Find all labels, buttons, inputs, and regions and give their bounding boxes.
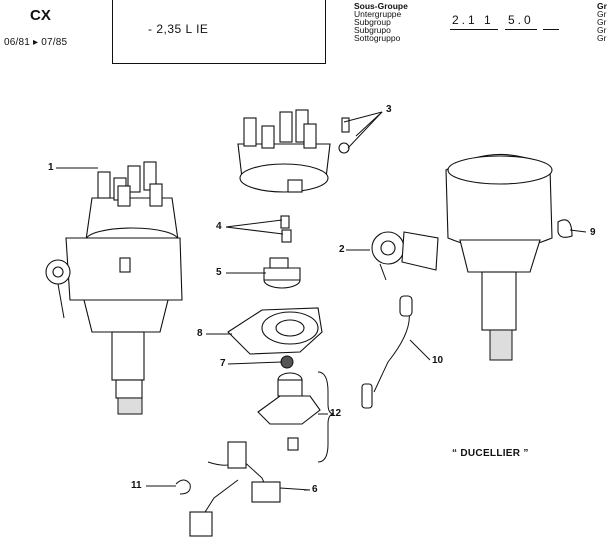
right-group-label: Gr — [597, 25, 607, 35]
subgroup-label-de: Untergruppe — [354, 9, 402, 19]
code-underline-3 — [543, 29, 559, 30]
callout-5: 5 — [216, 267, 222, 278]
brush-spring — [280, 215, 292, 243]
subgroup-label-it: Sottogruppo — [354, 33, 401, 43]
callout-10: 10 — [432, 355, 444, 366]
distributor-cap — [237, 109, 350, 193]
code-underline-2 — [505, 29, 537, 30]
circlip — [175, 479, 191, 495]
distributor-body-right — [445, 153, 573, 361]
callout-8: 8 — [197, 328, 203, 339]
subgroup-label-fr: Sous-Groupe — [354, 1, 408, 11]
base-plate — [227, 307, 323, 355]
callout-11: 11 — [131, 480, 142, 491]
model-name: CX — [30, 7, 51, 24]
brand-label: “ DUCELLIER ” — [452, 448, 529, 459]
right-group-label: Gr — [597, 9, 607, 19]
callout-2: 2 — [339, 244, 345, 255]
small-bush — [280, 355, 294, 369]
distributor-assembly-left — [45, 161, 183, 415]
subgroup-code-1: 2.1 1 — [452, 13, 494, 27]
engine-box — [112, 0, 326, 64]
callout-7: 7 — [220, 358, 226, 369]
cable-lead — [361, 295, 413, 409]
subgroup-label-es: Subgrupo — [354, 25, 391, 35]
callout-4: 4 — [216, 221, 222, 232]
subgroup-labels: Sous-Groupe Untergruppe Subgroup Subgrup… — [354, 1, 408, 43]
callout-6: 6 — [312, 484, 318, 495]
leader-lines — [56, 111, 587, 491]
production-dates: 06/81 ▸ 07/85 — [4, 37, 68, 48]
right-group-label: Gr — [597, 1, 607, 11]
callout-12: 12 — [330, 408, 342, 419]
subgroup-code-2: 5.0 — [508, 13, 534, 27]
subgroup-label-en: Subgroup — [354, 17, 391, 27]
wiring-harness — [189, 441, 311, 537]
callout-1: 1 — [48, 162, 54, 173]
callout-9: 9 — [590, 227, 596, 238]
engine-label: - 2,35 L IE — [148, 22, 209, 36]
code-underline-1 — [450, 29, 498, 30]
vacuum-capsule — [371, 231, 439, 281]
right-group-labels: Gr Gr Gr Gr Gr — [597, 1, 607, 43]
right-group-label: Gr — [597, 33, 607, 43]
advance-mechanism — [257, 371, 335, 463]
rotor-arm — [263, 257, 301, 289]
right-group-label: Gr — [597, 17, 607, 27]
callout-3: 3 — [386, 104, 392, 115]
